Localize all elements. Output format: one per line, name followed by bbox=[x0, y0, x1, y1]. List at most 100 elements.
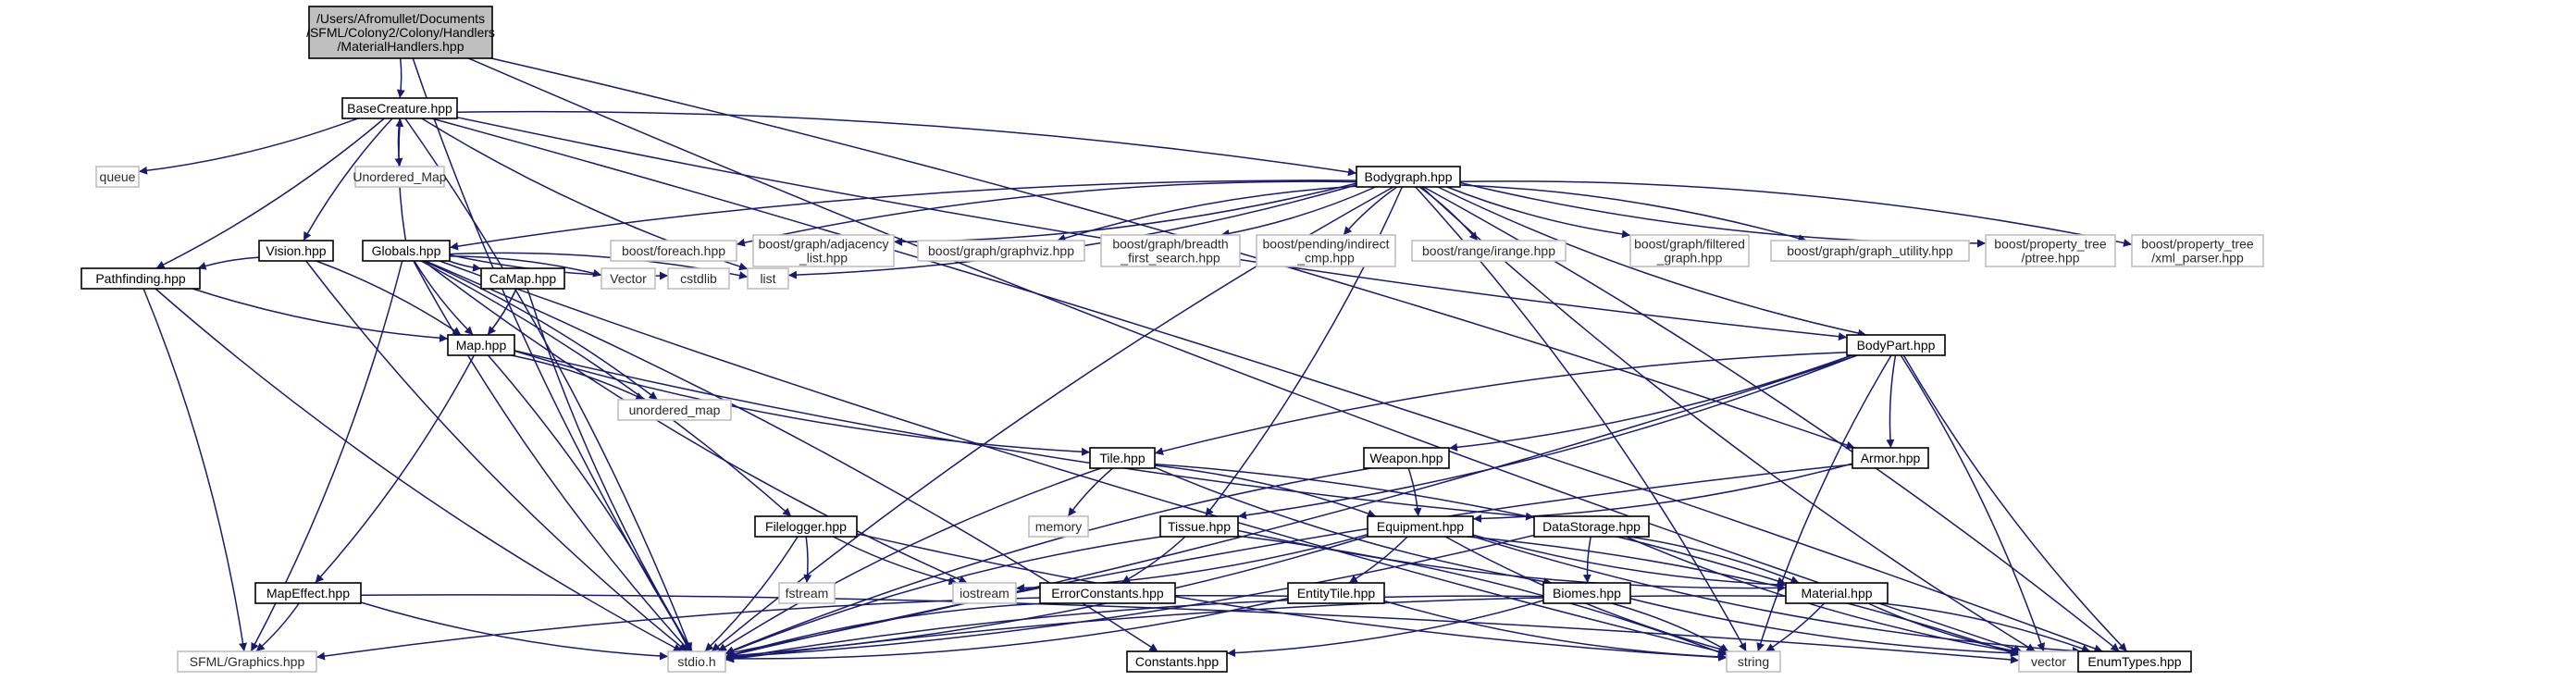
node-box-boost-xml-parser bbox=[2131, 234, 2264, 267]
edge-basecreature-to-pathfinding bbox=[155, 118, 385, 269]
edge-bodygraph-to-tissue bbox=[1205, 186, 1404, 517]
node-label-memory: memory bbox=[1035, 519, 1083, 534]
node-sfml-graphics: SFML/Graphics.hpp bbox=[177, 650, 317, 673]
node-label-boost-ptree: boost/property_tree bbox=[1994, 237, 2107, 252]
node-label-boost-adjacency: _list.hpp bbox=[799, 251, 848, 266]
node-camap[interactable]: CaMap.hpp bbox=[480, 267, 565, 290]
node-box-cstdlib bbox=[667, 267, 730, 290]
node-boost-ptree: boost/property_tree/ptree.hpp bbox=[1985, 234, 2116, 267]
node-vector: vector bbox=[2018, 650, 2079, 673]
node-material[interactable]: Material.hpp bbox=[1785, 582, 1889, 604]
node-box-entitytile bbox=[1287, 582, 1385, 604]
node-boost-xml-parser: boost/property_tree/xml_parser.hpp bbox=[2131, 234, 2264, 267]
node-label-queue: queue bbox=[100, 169, 136, 184]
node-entitytile[interactable]: EntityTile.hpp bbox=[1287, 582, 1385, 604]
edge-map-to-unordered-map bbox=[511, 354, 645, 401]
node-tissue[interactable]: Tissue.hpp bbox=[1159, 515, 1239, 538]
node-filelogger[interactable]: Filelogger.hpp bbox=[754, 515, 858, 538]
node-label-materialhandlers: /MaterialHandlers.hpp bbox=[338, 39, 464, 54]
node-box-fstream bbox=[778, 582, 836, 604]
node-pathfinding[interactable]: Pathfinding.hpp bbox=[80, 267, 201, 290]
node-enumtypes[interactable]: EnumTypes.hpp bbox=[2077, 650, 2192, 673]
node-label-cstdlib: cstdlib bbox=[680, 271, 717, 286]
node-label-errorconstants: ErrorConstants.hpp bbox=[1051, 586, 1164, 601]
node-unordered-map: unordered_map bbox=[617, 399, 732, 421]
edge-equipment-to-iostream bbox=[1015, 533, 1368, 593]
node-label-boost-xml-parser: boost/property_tree bbox=[2141, 237, 2254, 252]
node-box-boost-filtered bbox=[1629, 234, 1750, 267]
node-datastorage[interactable]: DataStorage.hpp bbox=[1533, 515, 1650, 538]
node-label-list: list bbox=[760, 271, 775, 286]
node-label-vision: Vision.hpp bbox=[266, 243, 326, 258]
node-globals[interactable]: Globals.hpp bbox=[362, 240, 451, 262]
edge-globals-to-iostream bbox=[423, 260, 968, 584]
node-label-iostream: iostream bbox=[960, 586, 1009, 601]
node-cstdlib: cstdlib bbox=[667, 267, 730, 290]
edge-bodygraph-to-boost-indirect bbox=[1343, 186, 1398, 236]
node-box-boost-indirect bbox=[1256, 234, 1396, 267]
edge-mapeffect-to-sfml-graphics bbox=[255, 602, 300, 652]
node-map[interactable]: Map.hpp bbox=[447, 334, 515, 356]
node-biomes[interactable]: Biomes.hpp bbox=[1542, 582, 1631, 604]
edge-bodypart-to-tile bbox=[1154, 351, 1848, 456]
edge-equipment-to-enumtypes bbox=[1472, 536, 2081, 655]
node-weapon[interactable]: Weapon.hpp bbox=[1363, 447, 1450, 469]
node-box-boost-irange bbox=[1411, 240, 1567, 262]
edge-bodygraph-to-boost-filtered bbox=[1446, 186, 1631, 239]
edge-vision-to-map bbox=[316, 260, 462, 336]
node-boost-foreach: boost/foreach.hpp bbox=[610, 240, 737, 262]
node-vision[interactable]: Vision.hpp bbox=[258, 240, 334, 262]
node-label-boost-graph-utility: boost/graph/graph_utility.hpp bbox=[1787, 243, 1953, 258]
edge-vision-to-stdio bbox=[305, 260, 687, 652]
node-box-pathfinding bbox=[80, 267, 201, 290]
edge-map-to-datastorage bbox=[514, 350, 1535, 521]
node-equipment[interactable]: Equipment.hpp bbox=[1367, 515, 1474, 538]
edge-globals-to-vector-caps bbox=[449, 255, 602, 278]
edge-globals-to-stdio bbox=[413, 260, 690, 652]
node-label-basecreature: BaseCreature.hpp bbox=[347, 101, 452, 116]
node-memory: memory bbox=[1028, 515, 1089, 538]
node-materialhandlers[interactable]: /Users/Afromullet/Documents/SFML/Colony2… bbox=[306, 6, 495, 59]
edge-bodygraph-to-globals bbox=[449, 180, 1357, 251]
edge-basecreature-to-stdio bbox=[404, 118, 693, 652]
node-boost-graph-utility: boost/graph/graph_utility.hpp bbox=[1770, 240, 1970, 262]
node-label-constants: Constants.hpp bbox=[1135, 654, 1219, 669]
node-tile[interactable]: Tile.hpp bbox=[1089, 447, 1156, 469]
edge-vision-to-pathfinding bbox=[197, 256, 260, 270]
edge-bodygraph-to-boost-graphviz bbox=[1057, 185, 1357, 242]
node-basecreature[interactable]: BaseCreature.hpp bbox=[341, 97, 458, 119]
node-box-bodygraph bbox=[1356, 166, 1461, 188]
node-box-bodypart bbox=[1846, 334, 1946, 356]
node-label-tile: Tile.hpp bbox=[1099, 451, 1146, 465]
edge-errorconstants-to-stdio bbox=[724, 602, 1047, 659]
node-armor[interactable]: Armor.hpp bbox=[1852, 447, 1929, 469]
node-label-boost-filtered: _graph.hpp bbox=[1656, 251, 1723, 266]
node-string: string bbox=[1726, 650, 1781, 673]
node-iostream: iostream bbox=[952, 582, 1017, 604]
edge-bodygraph-to-boost-ptree bbox=[1459, 181, 1987, 248]
node-box-boost-bfs bbox=[1100, 234, 1241, 267]
edge-datastorage-to-material bbox=[1629, 536, 1800, 584]
node-box-boost-graph-utility bbox=[1770, 240, 1970, 262]
edge-bodypart-to-string bbox=[1756, 354, 1892, 652]
edge-globals-to-map bbox=[414, 260, 474, 336]
node-label-boost-irange: boost/range/irange.hpp bbox=[1422, 243, 1555, 258]
node-label-materialhandlers: /SFML/Colony2/Colony/Handlers bbox=[306, 25, 495, 40]
node-box-stdio bbox=[667, 650, 726, 673]
node-box-unordered-map bbox=[617, 399, 732, 421]
node-box-mapeffect bbox=[254, 582, 362, 604]
node-box-enumtypes bbox=[2077, 650, 2192, 673]
edge-armor-to-equipment bbox=[1472, 463, 1853, 523]
node-constants[interactable]: Constants.hpp bbox=[1126, 650, 1228, 673]
node-label-camap: CaMap.hpp bbox=[489, 271, 557, 286]
node-bodypart[interactable]: BodyPart.hpp bbox=[1846, 334, 1946, 356]
node-mapeffect[interactable]: MapEffect.hpp bbox=[254, 582, 362, 604]
node-label-vector-caps: Vector bbox=[610, 271, 647, 286]
edge-basecreature-to-vision bbox=[303, 118, 393, 241]
edge-tissue-to-errorconstants bbox=[1121, 536, 1186, 584]
node-label-boost-xml-parser: /xml_parser.hpp bbox=[2151, 251, 2244, 266]
edge-globals-to-unordered-map bbox=[423, 260, 658, 401]
edge-bodypart-to-vector bbox=[1900, 354, 2046, 652]
node-bodygraph[interactable]: Bodygraph.hpp bbox=[1356, 166, 1461, 188]
node-errorconstants[interactable]: ErrorConstants.hpp bbox=[1039, 582, 1176, 604]
